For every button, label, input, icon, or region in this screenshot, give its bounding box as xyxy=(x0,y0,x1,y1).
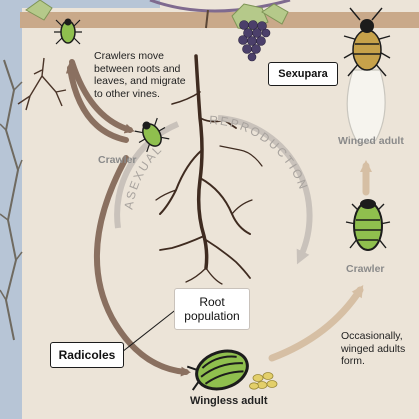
crawler-right-label: Crawler xyxy=(346,263,385,275)
winged-adult-label: Winged adult xyxy=(338,135,404,147)
occasionally-callout: Occasionally, winged adults form. xyxy=(341,330,405,368)
root-population-box: Root population xyxy=(174,288,250,330)
crawlers-move-callout: Crawlers move between roots and leaves, … xyxy=(94,50,186,100)
crawler-left-label: Crawler xyxy=(98,154,137,166)
sexupara-box: Sexupara xyxy=(268,62,338,86)
radicoles-box: Radicoles xyxy=(50,342,124,368)
wingless-adult-label: Wingless adult xyxy=(190,395,268,407)
